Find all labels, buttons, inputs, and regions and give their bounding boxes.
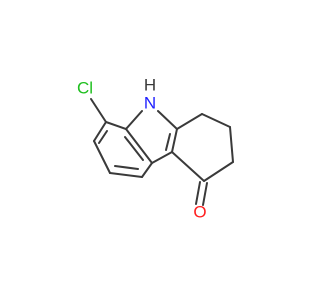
bond-c8-c7-inner	[98, 130, 108, 144]
bond-c4b-c8a	[125, 128, 153, 164]
bond-c1-c2	[201, 113, 231, 128]
bond-c5-c4b	[141, 162, 153, 178]
bond-c6-c5	[109, 172, 143, 178]
nitrogen-atom-label: N	[144, 94, 156, 113]
hydrogen-atom-label: H	[144, 76, 156, 95]
bond-n9-c9a	[157, 110, 178, 130]
bond-c9a-c4a	[171, 128, 178, 153]
bond-c2-c3	[229, 126, 234, 163]
bond-c8-c7	[93, 121, 107, 142]
bond-c6-c5-inner	[114, 165, 139, 170]
bond-c4-o-2	[202, 182, 208, 206]
bond-c4-c4a	[171, 151, 205, 182]
bond-c7-c6	[93, 140, 111, 174]
bond-c4b-c8a-inner	[124, 136, 144, 161]
bond-c3-c4	[203, 161, 234, 182]
oxygen-atom-label: O	[193, 203, 206, 222]
bond-c8a-n9	[125, 110, 143, 130]
bond-c4a-c4b	[151, 151, 173, 164]
bond-c8-cl	[90, 98, 107, 123]
bond-group	[90, 98, 234, 206]
bond-c9a-c4a-inner	[165, 133, 171, 151]
bond-c8a-c8	[105, 121, 127, 130]
chlorine-atom-label: Cl	[77, 79, 93, 98]
bond-c4-o-1	[195, 181, 201, 205]
molecule-structure-diagram: Cl H N O	[77, 76, 234, 222]
bond-c9a-c1	[176, 113, 203, 130]
